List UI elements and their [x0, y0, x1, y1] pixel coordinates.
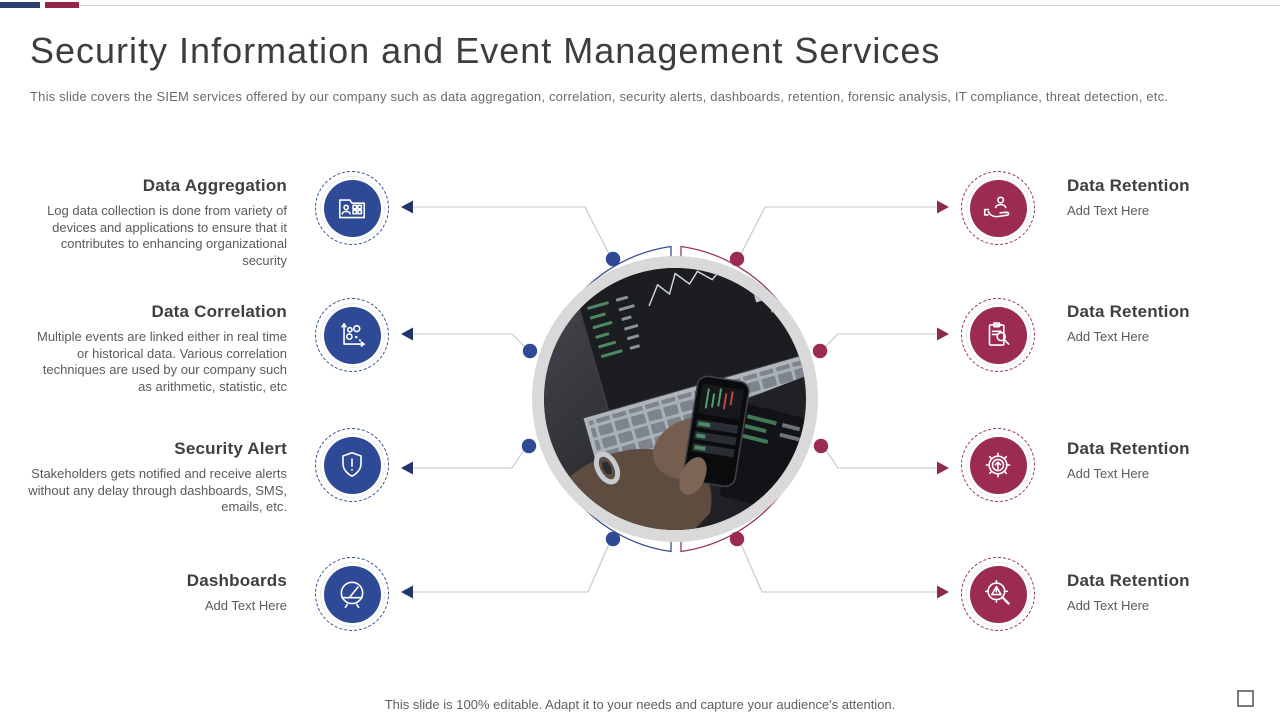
folder-users-icon: [315, 171, 389, 245]
item-description: Add Text Here: [1067, 466, 1150, 481]
item-description: Add Text Here: [1067, 598, 1150, 613]
clipboard-search-icon: [961, 298, 1035, 372]
item-title: Data Retention: [1067, 571, 1190, 590]
top-divider-line: [79, 5, 1280, 6]
item-title: Data Correlation: [151, 302, 287, 321]
footer-note: This slide is 100% editable. Adapt it to…: [384, 697, 896, 712]
item-title: Data Retention: [1067, 439, 1190, 458]
left-arrowheads: [401, 200, 413, 599]
hand-user-icon: [961, 171, 1035, 245]
item-dashboards: Dashboards Add Text Here: [28, 571, 287, 615]
item-title: Security Alert: [174, 439, 287, 458]
top-accent-maroon-bar: [45, 2, 79, 8]
item-data-retention-1: Data Retention Add Text Here: [1067, 176, 1280, 220]
gauge-icon: [315, 557, 389, 631]
item-title: Dashboards: [186, 571, 287, 590]
item-data-retention-4: Data Retention Add Text Here: [1067, 571, 1280, 615]
item-title: Data Aggregation: [142, 176, 287, 195]
item-data-correlation: Data Correlation Multiple events are lin…: [28, 302, 287, 395]
top-accent-navy-bar: [0, 2, 40, 8]
item-title: Data Retention: [1067, 302, 1190, 321]
shield-alert-icon: [315, 428, 389, 502]
item-description: Add Text Here: [1067, 203, 1150, 218]
item-description: Log data collection is done from variety…: [47, 203, 287, 268]
center-photo-illustration: [544, 268, 806, 530]
item-data-retention-3: Data Retention Add Text Here: [1067, 439, 1280, 483]
item-data-aggregation: Data Aggregation Log data collection is …: [28, 176, 287, 269]
center-photo: [532, 256, 818, 542]
corner-placeholder-box: [1237, 690, 1254, 707]
page-title: Security Information and Event Managemen…: [30, 30, 941, 71]
gear-upload-icon: [961, 428, 1035, 502]
item-description: Multiple events are linked either in rea…: [36, 329, 287, 394]
item-data-retention-2: Data Retention Add Text Here: [1067, 302, 1280, 346]
scatter-chart-icon: [315, 298, 389, 372]
item-security-alert: Security Alert Stakeholders gets notifie…: [28, 439, 287, 516]
right-arrowheads: [937, 200, 949, 599]
slide-subtitle: This slide covers the SIEM services offe…: [30, 89, 1169, 104]
item-title: Data Retention: [1067, 176, 1190, 195]
item-description: Add Text Here: [204, 598, 287, 613]
item-description: Add Text Here: [1067, 329, 1150, 344]
search-warning-icon: [961, 557, 1035, 631]
item-description: Stakeholders gets notified and receive a…: [28, 466, 287, 514]
